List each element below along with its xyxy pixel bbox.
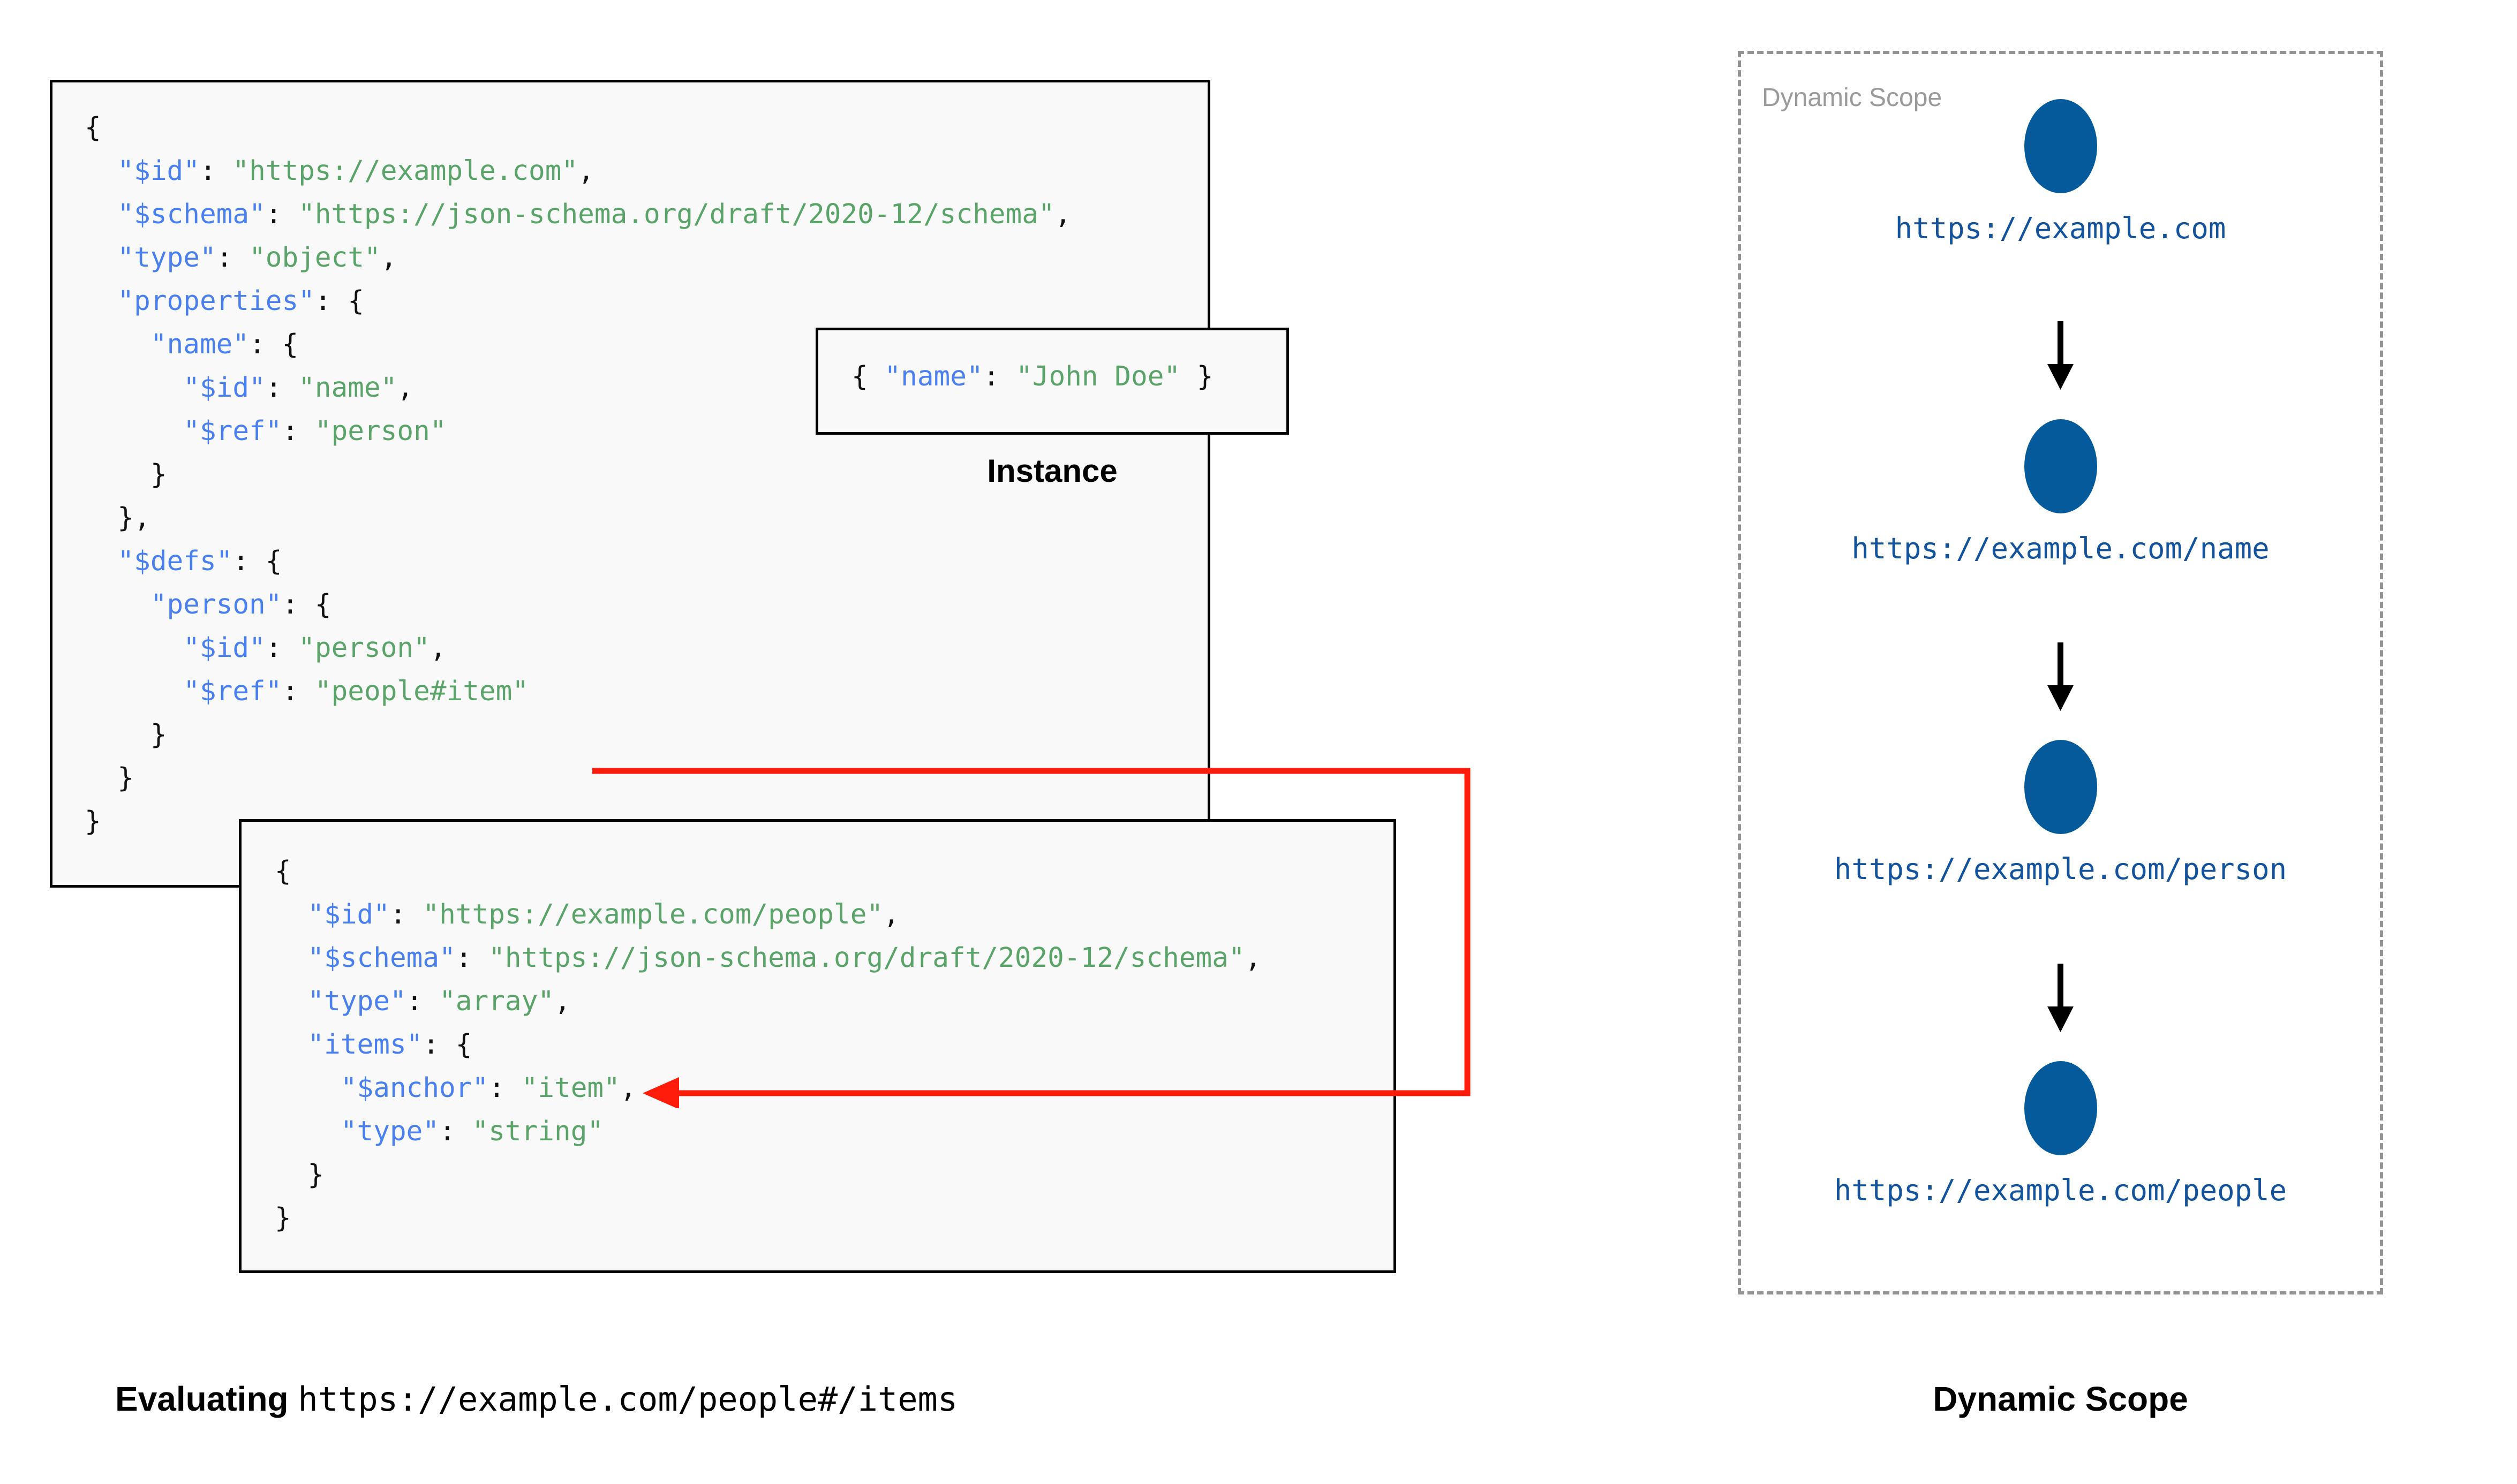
instance-code: { "name": "John Doe" } <box>851 361 1214 392</box>
root-schema-code: { "$id": "https://example.com", "$schema… <box>85 112 1072 837</box>
instance-caption: Instance <box>987 453 1118 489</box>
scope-node-1: https://example.com/name <box>1738 419 2383 565</box>
scope-node-label: https://example.com/people <box>1834 1173 2287 1207</box>
evaluating-uri: https://example.com/people#/items <box>298 1380 958 1419</box>
scope-node-circle <box>2024 99 2097 193</box>
root-schema-box: { "$id": "https://example.com", "$schema… <box>50 80 1210 888</box>
scope-node-circle <box>2024 740 2097 834</box>
evaluating-label: Evaluating <box>115 1380 289 1418</box>
scope-node-label: https://example.com/name <box>1851 532 2270 565</box>
people-schema-box: { "$id": "https://example.com/people", "… <box>239 819 1396 1273</box>
scope-node-label: https://example.com <box>1895 211 2226 245</box>
dynamic-scope-caption: Dynamic Scope <box>1933 1380 2188 1418</box>
evaluating-caption: Evaluating https://example.com/people#/i… <box>115 1379 958 1419</box>
people-schema-code: { "$id": "https://example.com/people", "… <box>275 855 1262 1234</box>
dynamic-scope-panel <box>1738 51 2383 1294</box>
dynamic-scope-panel-label: Dynamic Scope <box>1762 84 1942 112</box>
scope-arrow-1 <box>2047 642 2074 711</box>
scope-arrow-2 <box>2047 964 2074 1032</box>
scope-node-0: https://example.com <box>1738 99 2383 245</box>
scope-node-2: https://example.com/person <box>1738 740 2383 886</box>
scope-arrow-0 <box>2047 321 2074 390</box>
scope-node-circle <box>2024 419 2097 513</box>
scope-node-3: https://example.com/people <box>1738 1061 2383 1207</box>
scope-node-circle <box>2024 1061 2097 1155</box>
scope-node-label: https://example.com/person <box>1834 852 2287 886</box>
instance-box: { "name": "John Doe" } <box>816 328 1289 435</box>
